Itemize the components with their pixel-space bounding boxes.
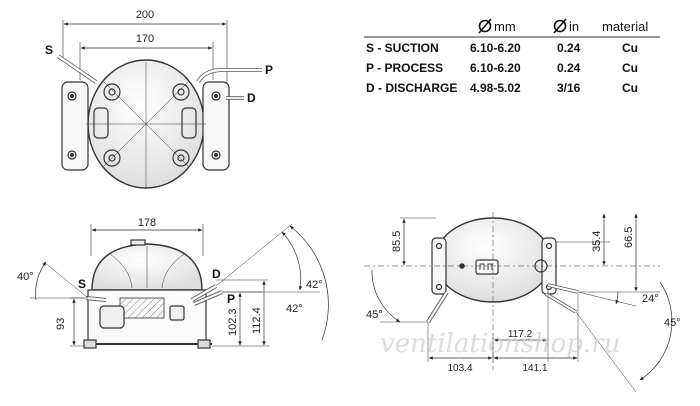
front-angle-45-left: 45° xyxy=(366,309,383,321)
side-dim-93: 93 xyxy=(55,318,67,330)
front-dim-85-5: 85.5 xyxy=(391,231,403,252)
side-dim-112-4: 112.4 xyxy=(251,307,263,334)
side-angle-40: 40° xyxy=(17,271,34,283)
front-angle-24: 24° xyxy=(642,293,659,305)
spec-table: mm in material S - SUCTION 6.10-6.20 0.2… xyxy=(364,18,660,95)
front-dim-141-1: 141.1 xyxy=(522,363,547,374)
watermark: ventilationshop.ru xyxy=(380,329,620,359)
row-process-in: 0.24 xyxy=(557,61,581,75)
front-dim-117-2: 117.2 xyxy=(508,329,533,340)
row-process-name: P - PROCESS xyxy=(366,61,443,75)
side-view xyxy=(30,223,329,349)
front-dim-103-4: 103.4 xyxy=(447,363,472,374)
top-label-p: P xyxy=(265,63,273,77)
row-discharge-mm: 4.98-5.02 xyxy=(470,81,521,95)
side-label-d: D xyxy=(212,267,221,281)
front-dim-35-4: 35.4 xyxy=(591,231,603,252)
top-label-s: S xyxy=(45,43,53,57)
top-view xyxy=(56,20,262,189)
top-label-d: D xyxy=(247,91,256,105)
col-in: in xyxy=(569,19,579,34)
col-material: material xyxy=(602,19,648,34)
row-discharge-name: D - DISCHARGE xyxy=(366,81,457,95)
row-process-mm: 6.10-6.20 xyxy=(470,61,521,75)
row-process-material: Cu xyxy=(622,61,638,75)
row-discharge-material: Cu xyxy=(622,81,638,95)
col-mm: mm xyxy=(494,19,516,34)
front-view xyxy=(364,212,673,393)
side-label-s: S xyxy=(78,277,86,291)
top-dim-170: 170 xyxy=(136,33,154,45)
front-dim-66-5: 66.5 xyxy=(623,227,635,248)
row-discharge-in: 3/16 xyxy=(557,81,581,95)
side-dim-102-3: 102.3 xyxy=(227,308,239,336)
side-angle-42-a: 42° xyxy=(306,279,323,291)
row-suction-material: Cu xyxy=(622,41,638,55)
side-dim-178: 178 xyxy=(138,217,156,229)
top-dim-200: 200 xyxy=(136,9,154,21)
front-angle-45-right: 45° xyxy=(664,317,681,329)
row-suction-mm: 6.10-6.20 xyxy=(470,41,521,55)
row-suction-in: 0.24 xyxy=(557,41,581,55)
side-angle-42-b: 42° xyxy=(286,303,303,315)
side-label-p: P xyxy=(227,292,235,306)
row-suction-name: S - SUCTION xyxy=(366,41,439,55)
